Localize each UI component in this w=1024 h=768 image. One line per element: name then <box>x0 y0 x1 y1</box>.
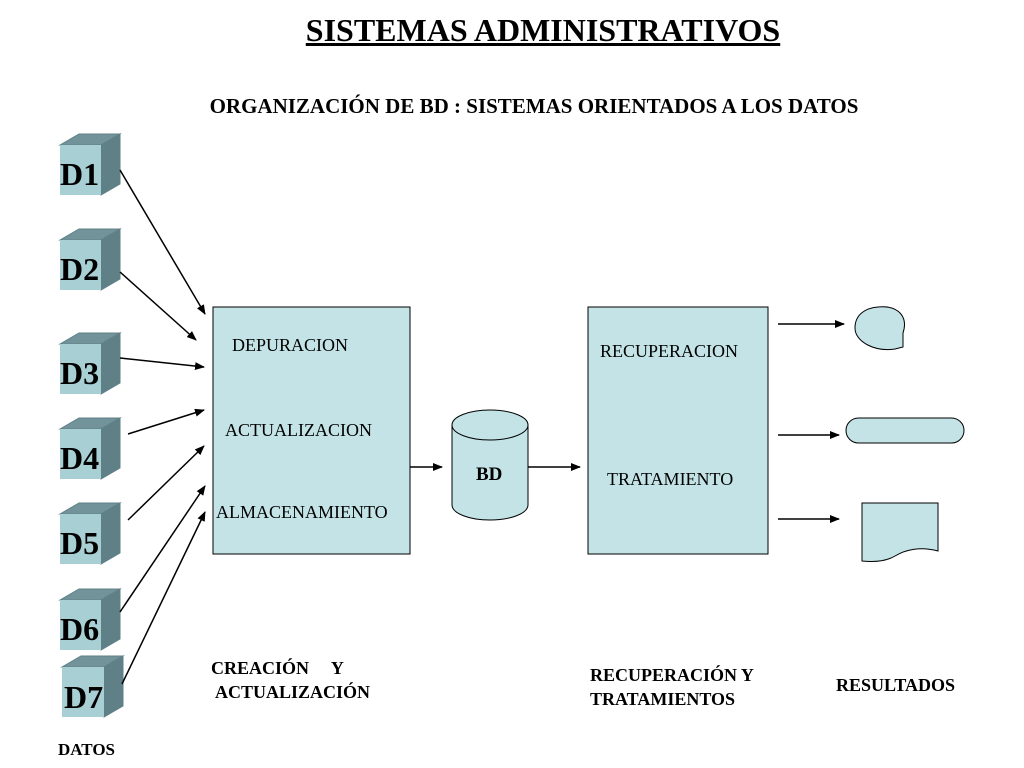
creation-item-almacenamiento: ALMACENAMIENTO <box>216 502 388 522</box>
results-caption: RESULTADOS <box>836 675 956 695</box>
data-label-d7: D7 <box>64 679 104 715</box>
document-result-shape <box>861 502 939 562</box>
data-label-d6: D6 <box>60 611 100 647</box>
retrieval-caption-line2: TRATAMIENTOS <box>590 689 736 709</box>
data-cube-d6 <box>58 588 122 651</box>
creation-item-actualizacion: ACTUALIZACION <box>225 420 372 440</box>
data-label-d3: D3 <box>60 355 100 391</box>
data-label-d2: D2 <box>60 251 100 287</box>
data-caption: DATOS <box>58 740 116 759</box>
retrieval-item-recuperacion: RECUPERACION <box>600 341 739 361</box>
data-cube-d5 <box>58 502 122 565</box>
display-result-shape <box>854 306 905 351</box>
creation-caption-line2: ACTUALIZACIÓN <box>215 682 371 702</box>
data-cube-d3 <box>58 332 122 395</box>
arrow-d2 <box>119 271 197 341</box>
page-title: SISTEMAS ADMINISTRATIVOS <box>305 12 781 48</box>
data-cube-d2 <box>58 228 122 291</box>
creation-item-depuracion: DEPURACION <box>232 335 349 355</box>
arrow-d7 <box>121 511 206 685</box>
data-cube-d1 <box>58 133 122 196</box>
arrow-d1 <box>119 169 206 315</box>
arrow-d5 <box>127 445 205 521</box>
data-label-d1: D1 <box>60 156 100 192</box>
arrow-d3 <box>119 357 205 371</box>
arrow-d6 <box>119 485 206 613</box>
creation-box <box>212 306 411 555</box>
retrieval-box <box>587 306 769 555</box>
database-cylinder <box>451 409 529 521</box>
retrieval-caption-line1: RECUPERACIÓN Y <box>590 665 754 685</box>
retrieval-item-tratamiento: TRATAMIENTO <box>607 469 734 489</box>
page-subtitle: ORGANIZACIÓN DE BD : SISTEMAS ORIENTADOS… <box>209 94 859 118</box>
data-cube-d4 <box>58 417 122 480</box>
database-label: BD <box>476 464 503 485</box>
arrow-d4 <box>127 408 205 435</box>
creation-caption-line1: CREACIÓN Y <box>211 658 344 678</box>
data-label-d5: D5 <box>60 525 100 561</box>
terminal-result-shape <box>845 417 965 444</box>
data-cube-d7 <box>60 655 125 718</box>
data-label-d4: D4 <box>60 440 100 476</box>
